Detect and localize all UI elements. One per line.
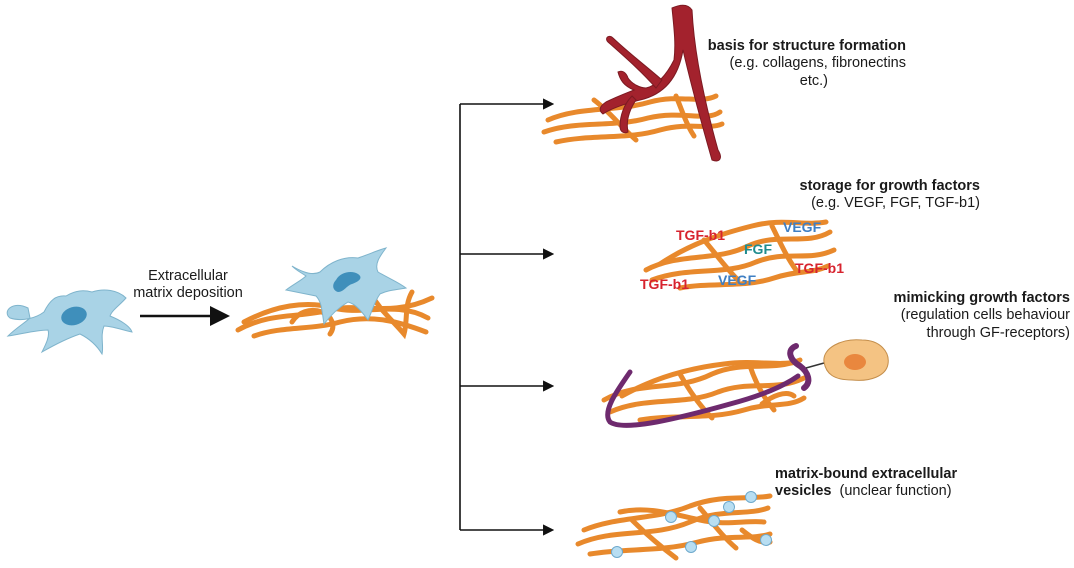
outcome-vesicles-detail: (unclear function) — [839, 483, 952, 500]
fibroblast-nucleus — [61, 306, 87, 326]
vesicle — [708, 515, 720, 527]
deposition-label: Extracellular matrix deposition — [132, 268, 244, 303]
growth-factor-mimic-strand — [605, 369, 801, 428]
outcome-structure-detail-1: (e.g. collagens, fibronectins — [729, 55, 906, 72]
vesicle — [611, 546, 623, 558]
gf-receptor — [787, 343, 812, 391]
branch-arrows — [459, 98, 555, 536]
fibroblast-cell — [6, 289, 133, 356]
vesicle — [760, 534, 772, 546]
outcome-vesicles-title-2: vesicles (unclear function) — [775, 483, 952, 500]
vesicle-fibers — [575, 493, 773, 561]
tgf-label-left: TGF-b1 — [640, 276, 689, 292]
vesicle — [745, 491, 757, 503]
outcome-mimicking-detail-2: through GF-receptors) — [926, 324, 1070, 341]
vesicle — [665, 511, 677, 523]
target-cell-nucleus — [844, 354, 866, 370]
blood-vessel — [599, 4, 721, 162]
outcome-vesicles-title-1: matrix-bound extracellular — [775, 466, 958, 482]
outcome-mimicking-detail-1: (regulation cells behaviour — [900, 307, 1070, 324]
outcome-storage-title: storage for growth factors — [799, 178, 980, 194]
outcome-storage-detail: (e.g. VEGF, FGF, TGF-b1) — [811, 195, 980, 212]
outcome-structure-detail-2: etc.) — [799, 72, 828, 89]
fgf-label: FGF — [744, 241, 772, 257]
extracellular-vesicles — [611, 491, 772, 558]
vesicle — [685, 541, 697, 553]
vegf-label-bottom: VEGF — [718, 272, 757, 288]
target-cell — [823, 339, 889, 381]
outcome-structure-label: basis for structure formation (e.g. coll… — [700, 38, 906, 90]
outcome-mimicking-title: mimicking growth factors — [893, 290, 1070, 306]
outcome-mimicking-label: mimicking growth factors (regulation cel… — [860, 290, 1070, 342]
deposition-label-line2: matrix deposition — [133, 285, 243, 302]
vegf-label-top: VEGF — [783, 219, 822, 235]
tgf-label-right: TGF-b1 — [795, 260, 844, 276]
tgf-label-top: TGF-b1 — [676, 227, 725, 243]
deposition-label-line1: Extracellular — [148, 268, 228, 284]
outcome-vesicles-label: matrix-bound extracellular vesicles (unc… — [775, 466, 957, 501]
vesicle — [723, 501, 735, 513]
receptor-tether — [805, 362, 825, 369]
outcome-storage-label: storage for growth factors (e.g. VEGF, F… — [760, 178, 980, 213]
deposited-cell — [284, 247, 408, 326]
outcome-structure-title: basis for structure formation — [707, 38, 906, 54]
storage-fibers — [643, 219, 837, 291]
